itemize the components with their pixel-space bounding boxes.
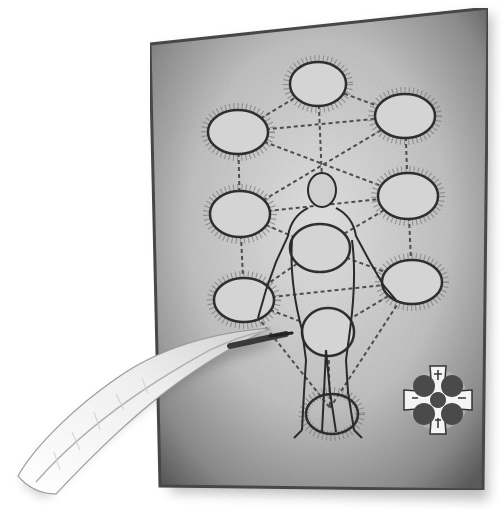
sephira-foundation [302,308,354,356]
figure-head [308,173,336,207]
sephira-beauty [290,224,350,272]
